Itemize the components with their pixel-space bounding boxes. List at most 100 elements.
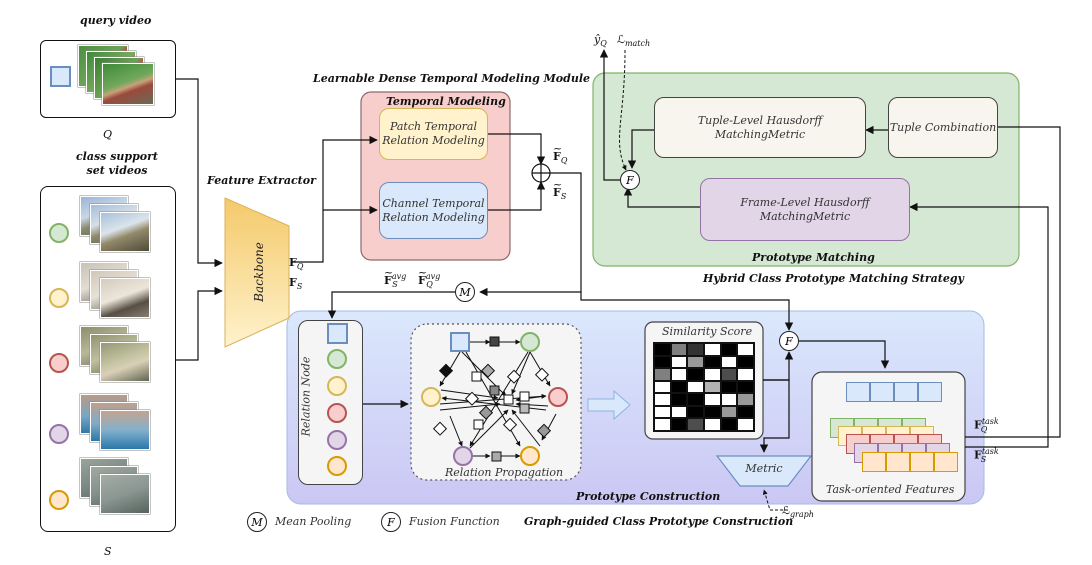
similarity-cell bbox=[671, 369, 687, 380]
task-query-cell bbox=[846, 382, 870, 402]
similarity-score-label: Similarity Score bbox=[662, 325, 753, 338]
backbone-shape bbox=[224, 197, 290, 348]
y-hat-q-label: ŷQ bbox=[594, 33, 607, 49]
feature-extractor-title: Feature Extractor bbox=[207, 174, 316, 187]
similarity-cell bbox=[705, 394, 720, 405]
backbone-label: Backbone bbox=[252, 242, 266, 302]
relation-node-label: Relation Node bbox=[299, 356, 313, 437]
tuple-combination-box: Tuple Combination bbox=[888, 97, 998, 158]
similarity-matrix bbox=[653, 342, 755, 432]
graph-node-red bbox=[548, 387, 568, 407]
relation-node-orange bbox=[327, 456, 347, 476]
similarity-cell bbox=[671, 381, 687, 393]
query-frame-4 bbox=[102, 63, 154, 105]
l-graph-label: ℒgraph bbox=[782, 504, 814, 520]
fusion-node-matching: F bbox=[620, 170, 640, 190]
similarity-cell bbox=[671, 344, 687, 355]
similarity-cell bbox=[705, 369, 720, 380]
graph-node-purple bbox=[453, 446, 473, 466]
metric-label: Metric bbox=[745, 462, 783, 475]
support-node-green bbox=[49, 223, 69, 243]
support-frame bbox=[100, 342, 150, 382]
support-frame bbox=[100, 278, 150, 318]
similarity-cell bbox=[688, 356, 703, 368]
similarity-cell bbox=[671, 419, 687, 430]
similarity-cell bbox=[655, 369, 670, 380]
temporal-modeling-title: Temporal Modeling bbox=[386, 95, 506, 108]
legend-fusion-text: Fusion Function bbox=[409, 515, 500, 528]
prototype-construction-title: Prototype Construction bbox=[576, 490, 721, 503]
similarity-cell bbox=[738, 369, 753, 380]
similarity-cell bbox=[738, 394, 753, 405]
support-frame bbox=[100, 212, 150, 252]
similarity-cell bbox=[705, 381, 720, 393]
relation-node-purple bbox=[327, 430, 347, 450]
similarity-cell bbox=[688, 419, 703, 430]
similarity-cell bbox=[721, 369, 737, 380]
support-node-red bbox=[49, 353, 69, 373]
similarity-cell bbox=[738, 344, 753, 355]
similarity-cell bbox=[721, 344, 737, 355]
similarity-cell bbox=[738, 419, 753, 430]
similarity-cell bbox=[738, 356, 753, 368]
graph-guided-title: Graph-guided Class Prototype Constructio… bbox=[524, 515, 794, 528]
similarity-cell bbox=[721, 406, 737, 418]
l-match-label: ℒmatch bbox=[617, 33, 651, 49]
similarity-cell bbox=[721, 381, 737, 393]
similarity-cell bbox=[655, 394, 670, 405]
similarity-cell bbox=[688, 344, 703, 355]
query-video-title: query video bbox=[80, 14, 152, 27]
similarity-cell bbox=[721, 419, 737, 430]
task-row-orange bbox=[862, 452, 958, 472]
legend-mean-pooling-icon: M bbox=[247, 512, 267, 532]
similarity-cell bbox=[655, 406, 670, 418]
similarity-cell bbox=[738, 381, 753, 393]
task-query-cell bbox=[870, 382, 894, 402]
similarity-cell bbox=[688, 406, 703, 418]
similarity-cell bbox=[738, 406, 753, 418]
support-node-purple bbox=[49, 424, 69, 444]
similarity-cell bbox=[721, 394, 737, 405]
similarity-cell bbox=[671, 394, 687, 405]
tilde-fs-label: ~FS bbox=[553, 178, 567, 202]
relation-node-green bbox=[327, 349, 347, 369]
support-symbol: S bbox=[104, 545, 112, 558]
query-symbol: Q bbox=[103, 128, 113, 141]
similarity-cell bbox=[705, 344, 720, 355]
support-frame bbox=[100, 410, 150, 450]
support-frame bbox=[100, 474, 150, 514]
support-set-title: class support set videos bbox=[75, 150, 158, 177]
similarity-cell bbox=[688, 381, 703, 393]
relation-query-square bbox=[327, 323, 348, 344]
similarity-cell bbox=[655, 381, 670, 393]
similarity-cell bbox=[671, 356, 687, 368]
task-query-cell bbox=[894, 382, 918, 402]
mean-pooling-node: M bbox=[455, 282, 475, 302]
similarity-cell bbox=[671, 406, 687, 418]
tilde-fq-label: ~FQ bbox=[553, 142, 568, 166]
graph-node-yellow bbox=[421, 387, 441, 407]
similarity-cell bbox=[721, 356, 737, 368]
similarity-cell bbox=[655, 344, 670, 355]
avg-fq-label: ~FavgQ bbox=[418, 265, 441, 289]
graph-node-green bbox=[520, 332, 540, 352]
fusion-node-construction: F bbox=[779, 331, 799, 351]
legend-fusion-icon: F bbox=[381, 512, 401, 532]
query-node-square bbox=[50, 66, 71, 87]
similarity-cell bbox=[705, 419, 720, 430]
task-query-cell bbox=[918, 382, 942, 402]
task-fs-label: FtaskS bbox=[974, 447, 999, 464]
similarity-cell bbox=[688, 369, 703, 380]
support-node-yellow bbox=[49, 288, 69, 308]
similarity-cell bbox=[705, 356, 720, 368]
support-node-orange bbox=[49, 490, 69, 510]
prototype-matching-title: Prototype Matching bbox=[752, 251, 875, 264]
similarity-cell bbox=[655, 356, 670, 368]
similarity-cell bbox=[705, 406, 720, 418]
hybrid-strategy-title: Hybrid Class Prototype Matching Strategy bbox=[703, 272, 964, 285]
legend-mean-pooling-text: Mean Pooling bbox=[275, 515, 352, 528]
task-query-row bbox=[846, 382, 942, 402]
